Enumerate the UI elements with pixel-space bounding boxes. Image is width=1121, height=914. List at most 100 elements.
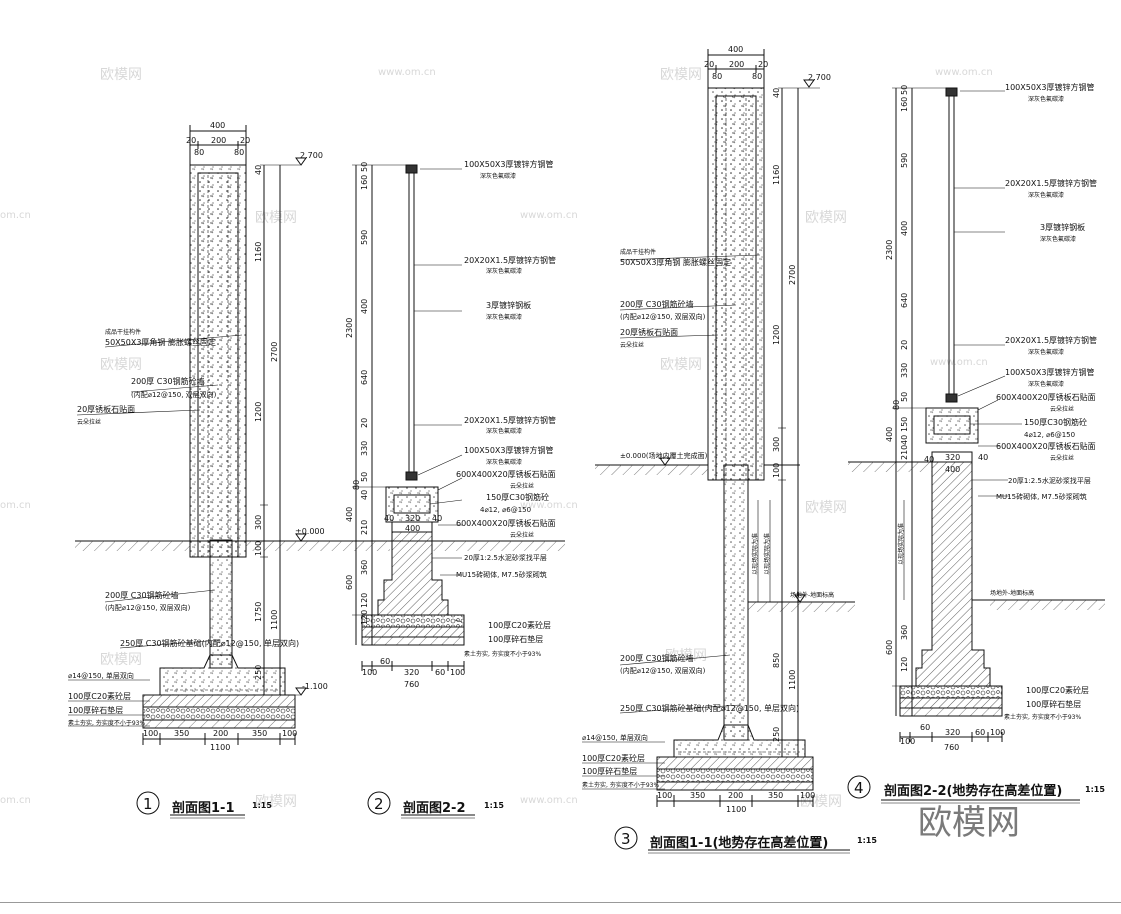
label: MU15砖砌体, M7.5砂浆砌筑: [996, 492, 1087, 501]
dim: 40: [924, 455, 934, 464]
dim: 100: [800, 791, 815, 800]
label: ⌀14@150, 单层双向: [582, 733, 648, 742]
label: 成品干挂构件: [620, 248, 656, 256]
dim: 1160: [254, 242, 263, 262]
dim: 40: [360, 490, 369, 500]
label: 100厚C20素砼层: [68, 691, 131, 701]
label: 20厚1:2.5水泥砂浆找平层: [464, 553, 547, 562]
dim: 600: [345, 575, 354, 590]
dim: 640: [360, 370, 369, 385]
dim-width: 400: [728, 45, 743, 54]
label: 100厚碎石垫层: [488, 634, 543, 644]
dim: 40: [900, 435, 909, 445]
label: 素土夯实, 夯实度不小于93%: [68, 719, 145, 727]
dim: 2300: [885, 240, 894, 260]
section-2-2-text: 50 160 590 400 2300 640 20 330 50 80 40 …: [345, 159, 556, 816]
label: 100厚C20素砼层: [582, 753, 645, 763]
dim: 2700: [788, 265, 797, 285]
label: 深灰色氟碳漆: [1028, 191, 1064, 199]
section-number: 1: [143, 795, 153, 813]
level-top: 2.700: [300, 151, 323, 160]
label: 200厚 C30钢筋砼墙: [620, 299, 694, 309]
label: 100厚C20素砼层: [1026, 685, 1089, 695]
label: 以现场实际为准: [763, 533, 771, 575]
label: 4⌀12, ⌀6@150: [1024, 431, 1075, 439]
dim: 160: [360, 175, 369, 190]
dim: 80: [194, 148, 204, 157]
dim: 20: [704, 60, 714, 69]
level-ground: ±0.000(场地内覆土完成面): [620, 451, 708, 460]
watermark-brand-large: 欧模网: [918, 803, 1020, 843]
section-scale: 1:15: [857, 836, 877, 845]
dim: 80: [352, 480, 361, 490]
label: 20X20X1.5厚镀锌方钢管: [464, 255, 556, 265]
label: 100厚C20素砼层: [488, 620, 551, 630]
label: 成品干挂构件: [105, 328, 141, 336]
dim: 320: [404, 668, 419, 677]
label: 20厚锈板石贴面: [620, 327, 678, 337]
watermark-url: www.om.cn: [520, 500, 578, 511]
dim: 330: [360, 441, 369, 456]
label: (内配⌀12@150, 双层双向): [105, 603, 191, 612]
watermark-url: www.om.cn: [935, 67, 993, 78]
watermark-url-partial: om.cn: [0, 210, 31, 221]
label: 深灰色氟碳漆: [1028, 380, 1064, 388]
dim: 60: [435, 668, 445, 677]
dim: 360: [360, 560, 369, 575]
dim: 120: [900, 657, 909, 672]
label: 250厚 C30钢筋砼基础(内配⌀12@150, 单层双向): [620, 703, 799, 713]
dim: 40: [772, 88, 781, 98]
dim: 1100: [270, 610, 279, 630]
watermarks: 欧模网 www.om.cn 欧模网 www.om.cn om.cn 欧模网 ww…: [0, 67, 1020, 843]
label: 20厚1:2.5水泥砂浆找平层: [1008, 476, 1091, 485]
dim: 200: [213, 729, 228, 738]
dim: 360: [900, 625, 909, 640]
label: 场地外-地面标高: [990, 589, 1034, 597]
dim: 60: [920, 723, 930, 732]
label: 100X50X3厚镀锌方钢管: [464, 159, 554, 169]
label: 200厚 C30钢筋砼墙: [131, 376, 205, 386]
section-number: 4: [854, 779, 864, 797]
label: 深灰色氟碳漆: [486, 427, 522, 435]
label: 100厚碎石垫层: [68, 705, 123, 715]
section-2-2: [340, 164, 565, 819]
dim: 100: [362, 668, 377, 677]
watermark-url-partial: om.cn: [0, 500, 31, 511]
dim: 400: [900, 221, 909, 236]
section-2-2-grade-text: 50 160 590 400 2300 640 20 330 50 80 150…: [854, 82, 1105, 799]
dim: 20: [186, 136, 196, 145]
watermark-url: www.om.cn: [520, 210, 578, 221]
dim: 100: [450, 668, 465, 677]
watermark-url: www.om.cn: [930, 357, 988, 368]
dim: 1100: [788, 670, 797, 690]
dim: 300: [254, 515, 263, 530]
dim: 350: [252, 729, 267, 738]
dim: 160: [900, 97, 909, 112]
dim: 40: [432, 514, 442, 523]
label: 深灰色氟碳漆: [1028, 348, 1064, 356]
dim: 350: [174, 729, 189, 738]
dim: 400: [405, 524, 420, 533]
label: 600X400X20厚锈板石贴面: [456, 469, 556, 479]
label: MU15砖砌体, M7.5砂浆砌筑: [456, 570, 547, 579]
label: 100X50X3厚镀锌方钢管: [1005, 82, 1095, 92]
label: 深灰色氟碳漆: [486, 313, 522, 321]
watermark-brand: 欧模网: [660, 67, 702, 83]
dim: 40: [384, 514, 394, 523]
section-1-1: [68, 125, 340, 819]
level-top: 2.700: [808, 73, 831, 82]
dim: 640: [900, 293, 909, 308]
watermark-brand: 欧模网: [660, 357, 702, 373]
section-2-2-grade: [847, 87, 1105, 804]
label: 20X20X1.5厚镀锌方钢管: [1005, 335, 1097, 345]
dim: 100: [900, 737, 915, 746]
section-1-1-grade: [582, 49, 855, 854]
label: 素土夯实, 夯实度不小于93%: [464, 650, 541, 658]
dim-total: 760: [404, 680, 419, 689]
label: 以现场实际为准: [897, 523, 905, 565]
label: 20X20X1.5厚镀锌方钢管: [1005, 178, 1097, 188]
label: 50X50X3厚角钢 膨胀螺丝固定: [620, 257, 731, 267]
watermark-url: www.om.cn: [378, 67, 436, 78]
label: 3厚镀锌钢板: [1040, 222, 1085, 232]
